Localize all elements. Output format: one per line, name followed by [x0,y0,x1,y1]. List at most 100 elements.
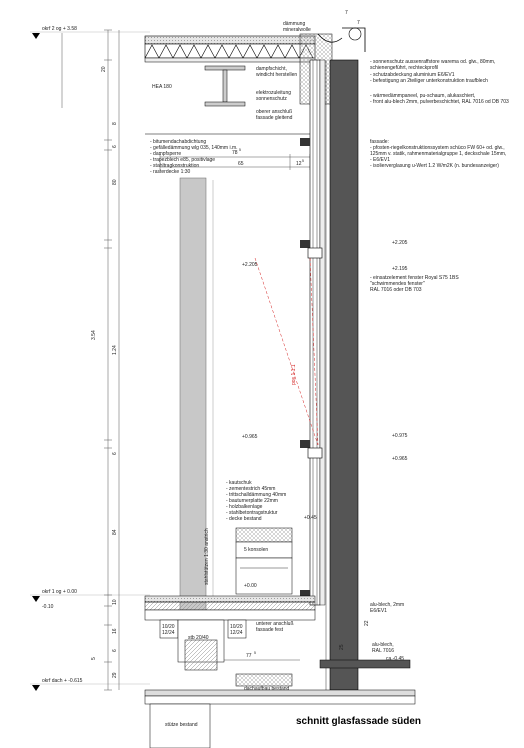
element-1020-b: 10/20 [230,624,243,630]
svg-text:- bitumendachabdichtung: - bitumendachabdichtung [150,139,206,145]
dim-22: 22 [364,620,370,626]
svg-text:- sonnenschutz aussenraffstore: - sonnenschutz aussenraffstore warema od… [370,59,495,65]
anschluss-label-1: oberer anschluß [256,109,292,115]
dim-78-sup: 5 [239,148,241,152]
svg-text:schienengeführt, rechteckprofi: schienengeführt, rechteckprofil [370,65,438,71]
stuetze-label: stütze bestand [165,722,198,728]
svg-text:- schutzabdeckung aluminium E6: - schutzabdeckung aluminium E6/EV1 [370,72,455,78]
unterer-label-1: unterer anschluß [256,621,294,627]
einsatz-notes: - einsatzelement fenster Royal S75 1BS "… [370,275,459,293]
elektro-label-2: sonnenschutz [256,96,287,102]
terrain [144,659,416,748]
dim-25: 25 [339,644,345,650]
hea-label: HEA 180 [152,84,172,90]
dim-29: 29 [112,672,118,678]
facade-brackets [300,138,323,598]
mark-2205-left: +2.205 [242,262,258,268]
dim-6b: 6 [112,452,118,455]
svg-text:- pfosten-riegelkonstruktionss: - pfosten-riegelkonstruktionssystem schü… [370,145,505,151]
pos-label: pos 1.1.1 [291,364,297,385]
mark-2195: +2.195 [392,266,408,272]
dim-6c: 6 [112,649,118,652]
dim-354: 3.54 [91,330,97,340]
dim-124: 1.24 [112,345,118,355]
roof-slab [144,35,316,63]
level-og1: okrf 1 og + 0.00 -0.10 [30,589,150,610]
svg-text:- dampfsperre: - dampfsperre [150,151,181,157]
svg-text:- holzbalkenlage: - holzbalkenlage [226,504,263,510]
konsolen-element [235,527,293,595]
mark-045b: ca.-0.45 [386,656,404,662]
svg-text:RAL 7016 oder DB 703: RAL 7016 oder DB 703 [370,287,422,293]
svg-text:- wärmedämmpaneel, pu-schaum,: - wärmedämmpaneel, pu-schaum, alukaschie… [370,93,475,99]
element-1020-a: 10/20 [162,624,175,630]
dim-20: 20 [101,66,107,72]
svg-text:- front alu-blech 2mm, pulverb: - front alu-blech 2mm, pulverbeschichtet… [370,99,509,105]
dachaufbau-label: dachaufbau bestand [244,686,290,692]
floor-slab [144,595,316,621]
roof-build-legend: - bitumendachabdichtung - gefälledämmung… [150,139,238,175]
vertical-dimension-chain [61,29,120,691]
svg-text:- decke bestand: - decke bestand [226,516,262,522]
konsolen-label: 5 konsolen [244,547,268,553]
dim-7: 7 [345,10,348,16]
alu-blech-label-1: alu-blech, 2mm [370,602,404,608]
svg-text:- trapezblech e85, positivlage: - trapezblech e85, positivlage [150,157,215,163]
mark-0975: +0.975 [392,433,408,439]
mark-045: +0.45 [304,515,317,521]
daempfschicht-label-1: dampfschicht, [256,66,287,72]
stb-label: stb 20/40 [188,635,209,641]
sonnenschutz-notes: - sonnenschutz aussenraffstore warema od… [370,59,509,105]
mark-2205-right: +2.205 [392,240,408,246]
svg-text:- E6/EV1: - E6/EV1 [370,157,390,163]
dim-6a: 6 [112,145,118,148]
svg-text:"schwimmendes fenster": "schwimmendes fenster" [370,281,425,287]
stahlstuetzen-label: stahlstützen 1:30 anstrich [204,528,210,585]
svg-text:okrf dach + -0.615: okrf dach + -0.615 [42,678,83,684]
svg-text:- isolierverglasung u-Wert 1.2: - isolierverglasung u-Wert 1.2 W/m2K (n.… [370,163,499,169]
dim-84: 84 [112,529,118,535]
daempfschicht-label-2: windicht herstellen [256,72,297,78]
svg-text:- befestigung an 2teiliger unt: - befestigung an 2teiliger unterkonstruk… [370,78,488,84]
dim-78: 78 [232,150,238,156]
fassade-notes: fassade: - pfosten-riegelkonstruktionssy… [370,139,506,169]
interior-column [179,177,207,619]
svg-text:okrf 1 og + 0.00: okrf 1 og + 0.00 [42,589,77,595]
anschluss-label-2: fassade gleitend [256,115,293,121]
elektro-label-1: elektrozuleitung [256,90,291,96]
level-dach: okrf dach + -0.615 [30,678,150,691]
daemmung-label-1: dämmung [283,21,305,27]
drawing-title: schnitt glasfassade süden [296,716,421,727]
dim-12: 12 [296,161,302,167]
svg-text:- stahltragkonstruktion: - stahltragkonstruktion [150,163,199,169]
alu-blech2-label-2: RAL 7016 [372,648,394,654]
mark-0965-right: +0.965 [392,456,408,462]
alu-blech2-label-1: alu-blech, [372,642,394,648]
svg-text:- gefälledämmung wlg 035, 140m: - gefälledämmung wlg 035, 140mm i.m. [150,145,238,151]
svg-text:125mm v. statik, rahmenmateria: 125mm v. statik, rahmenmaterialgruppe 1,… [370,151,506,157]
svg-text:- bauturnerplatte 22mm: - bauturnerplatte 22mm [226,498,278,504]
element-1224-a: 12/24 [162,630,175,636]
dim-7b: 7 [357,20,360,26]
dim-77-sup: 5 [254,651,256,655]
dim-10: 10 [112,599,118,605]
daemmung-label-2: mineralwolle [283,27,311,33]
svg-text:- kautschuk: - kautschuk [226,480,252,486]
dim-65: 65 [238,161,244,167]
svg-text:- trittschalldämmung 40mm: - trittschalldämmung 40mm [226,492,286,498]
glass-facade [309,59,359,691]
mark-0965-left: +0.965 [242,434,258,440]
svg-text:fassade:: fassade: [370,139,389,145]
svg-text:okrf 2 og + 3.58: okrf 2 og + 3.58 [42,26,77,32]
svg-text:- zementestrich 45mm: - zementestrich 45mm [226,486,275,492]
svg-text:- rasterdecke 1:30: - rasterdecke 1:30 [150,169,191,175]
dim-5: 5 [91,657,97,660]
svg-text:-0.10: -0.10 [42,604,54,610]
alu-blech-label-2: E6/EV1 [370,608,387,614]
svg-text:- einsatzelement fenster Royal: - einsatzelement fenster Royal S75 1BS [370,275,459,281]
dim-12-sup: 5 [302,159,304,163]
element-1224-b: 12/24 [230,630,243,636]
dim-77: 77 [246,653,252,659]
dim-16: 16 [112,628,118,634]
